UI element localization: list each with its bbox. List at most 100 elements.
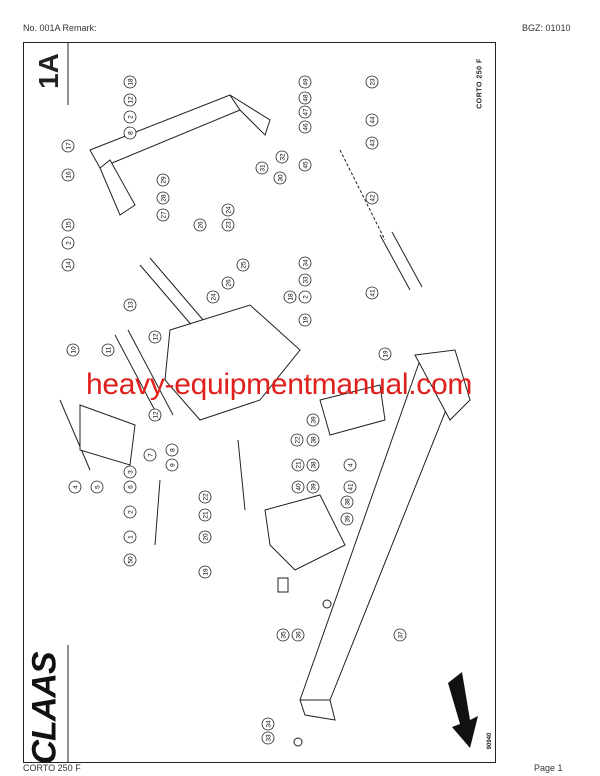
svg-text:23: 23 (369, 78, 376, 86)
callout-28: 28 (156, 191, 170, 205)
svg-text:19: 19 (202, 568, 209, 576)
svg-text:37: 37 (397, 631, 404, 639)
callout-22: 22 (198, 490, 212, 504)
callout-2: 2 (123, 110, 137, 124)
callout-19: 19 (198, 565, 212, 579)
callout-39: 39 (306, 480, 320, 494)
svg-text:2: 2 (127, 510, 134, 514)
svg-text:3: 3 (127, 470, 134, 474)
callout-2: 2 (61, 236, 75, 250)
svg-text:34: 34 (302, 259, 309, 267)
spring-right (379, 231, 423, 291)
svg-text:14: 14 (65, 261, 72, 269)
svg-text:34: 34 (265, 720, 272, 728)
callout-23: 23 (365, 75, 379, 89)
callout-18: 18 (283, 290, 297, 304)
svg-text:11: 11 (105, 346, 112, 353)
svg-text:38: 38 (344, 498, 351, 506)
svg-text:33: 33 (265, 734, 272, 742)
callout-26: 26 (193, 218, 207, 232)
svg-text:33: 33 (302, 276, 309, 284)
svg-text:42: 42 (369, 194, 376, 202)
svg-text:12: 12 (152, 411, 159, 419)
callout-9: 9 (165, 458, 179, 472)
svg-text:41: 41 (369, 289, 376, 297)
svg-text:27: 27 (160, 211, 167, 219)
svg-text:23: 23 (225, 221, 232, 229)
svg-text:7: 7 (147, 453, 154, 457)
svg-text:2: 2 (65, 241, 72, 245)
callout-45: 45 (298, 158, 312, 172)
callout-2: 2 (298, 290, 312, 304)
callout-7: 7 (143, 448, 157, 462)
svg-text:49: 49 (302, 78, 309, 86)
callout-19: 19 (378, 347, 392, 361)
callout-4: 4 (68, 480, 82, 494)
callout-21: 21 (198, 508, 212, 522)
drawing-number: 90940 (487, 732, 493, 750)
svg-text:18: 18 (127, 78, 134, 86)
callout-41: 41 (343, 480, 357, 494)
svg-text:19: 19 (382, 350, 389, 358)
callout-33: 33 (298, 273, 312, 287)
svg-text:10: 10 (70, 346, 77, 354)
svg-text:45: 45 (302, 161, 309, 169)
callout-3: 3 (123, 465, 137, 479)
svg-text:12: 12 (152, 333, 159, 341)
svg-text:50: 50 (127, 556, 134, 564)
svg-text:18: 18 (287, 293, 294, 301)
callout-34: 34 (298, 256, 312, 270)
callout-12: 12 (148, 408, 162, 422)
callout-18: 18 (123, 75, 137, 89)
header-left: No. 001A Remark: (23, 23, 97, 33)
svg-text:30: 30 (277, 174, 284, 182)
callout-8: 8 (123, 126, 137, 140)
svg-text:5: 5 (94, 485, 101, 489)
svg-text:12: 12 (127, 96, 134, 104)
svg-text:38: 38 (310, 436, 317, 444)
svg-text:39: 39 (344, 515, 351, 523)
callout-38: 38 (340, 495, 354, 509)
svg-text:26: 26 (225, 279, 232, 287)
callout-41: 41 (365, 286, 379, 300)
callout-25: 25 (236, 258, 250, 272)
callout-46: 46 (298, 120, 312, 134)
callout-29: 29 (156, 173, 170, 187)
callout-19: 19 (298, 313, 312, 327)
svg-text:22: 22 (202, 493, 209, 501)
callout-22: 22 (290, 433, 304, 447)
svg-text:28: 28 (160, 194, 167, 202)
chain (339, 149, 386, 241)
callout-1: 1 (123, 530, 137, 544)
callout-8: 8 (165, 443, 179, 457)
callout-38: 38 (306, 458, 320, 472)
svg-text:47: 47 (302, 108, 309, 116)
svg-text:8: 8 (169, 448, 176, 452)
svg-text:22: 22 (294, 436, 301, 444)
callout-32: 32 (275, 150, 289, 164)
callout-39: 39 (340, 512, 354, 526)
callout-2: 2 (123, 505, 137, 519)
svg-text:6: 6 (127, 485, 134, 489)
callout-5: 5 (90, 480, 104, 494)
callout-27: 27 (156, 208, 170, 222)
svg-text:16: 16 (65, 171, 72, 179)
callout-49: 49 (298, 75, 312, 89)
svg-text:9: 9 (169, 463, 176, 467)
svg-text:43: 43 (369, 139, 376, 147)
svg-text:31: 31 (259, 164, 266, 172)
svg-text:41: 41 (347, 483, 354, 491)
callout-15: 15 (61, 218, 75, 232)
svg-text:38: 38 (310, 461, 317, 469)
svg-text:21: 21 (295, 461, 302, 469)
svg-text:19: 19 (302, 316, 309, 324)
callout-11: 11 (101, 343, 115, 357)
middle-plate (164, 304, 301, 421)
callout-37: 37 (393, 628, 407, 642)
callout-17: 17 (61, 139, 75, 153)
callout-40: 40 (291, 480, 305, 494)
callout-12: 12 (123, 93, 137, 107)
callout-50: 50 (123, 553, 137, 567)
svg-text:35: 35 (280, 631, 287, 639)
